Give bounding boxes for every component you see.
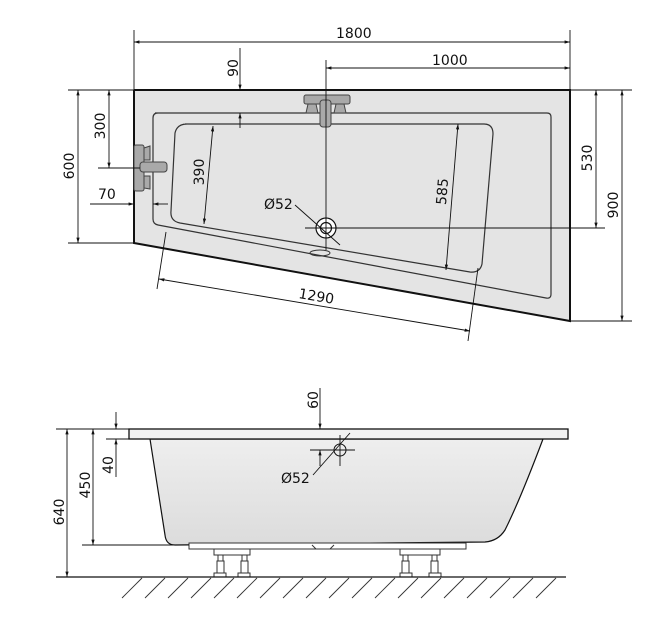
- tub-side-body: [149, 438, 544, 546]
- overflow-icon: [310, 432, 355, 476]
- dim-640: 640: [52, 499, 68, 526]
- basin: [170, 123, 494, 273]
- dim-900: 900: [606, 192, 622, 219]
- dim-drain-diameter: Ø52: [264, 197, 293, 213]
- dim-300: 300: [93, 113, 109, 140]
- dim-70: 70: [98, 187, 116, 203]
- dim-450: 450: [78, 472, 94, 499]
- dim-1800: 1800: [336, 26, 372, 42]
- dim-585: 585: [434, 178, 452, 206]
- dim-600: 600: [62, 153, 78, 180]
- tap-top-icon: [303, 94, 351, 128]
- dim-530: 530: [580, 145, 596, 172]
- dim-1290: 1290: [297, 286, 335, 308]
- rim-inner: [152, 112, 552, 299]
- dim-40: 40: [101, 456, 117, 474]
- tub-outline: [134, 90, 570, 321]
- top-view: 1800 1000 90 600 300 70 390 585 530: [62, 26, 632, 342]
- tub-rim: [128, 428, 569, 440]
- side-view: 60 Ø52 40 450 640: [52, 388, 569, 599]
- dim-90: 90: [226, 59, 242, 77]
- dim-1000: 1000: [432, 53, 468, 69]
- support-legs: [213, 548, 442, 578]
- floor-hatch: [121, 577, 557, 599]
- dim-60: 60: [306, 391, 322, 409]
- dim-overflow-diameter: Ø52: [281, 471, 310, 487]
- dim-390: 390: [192, 159, 208, 186]
